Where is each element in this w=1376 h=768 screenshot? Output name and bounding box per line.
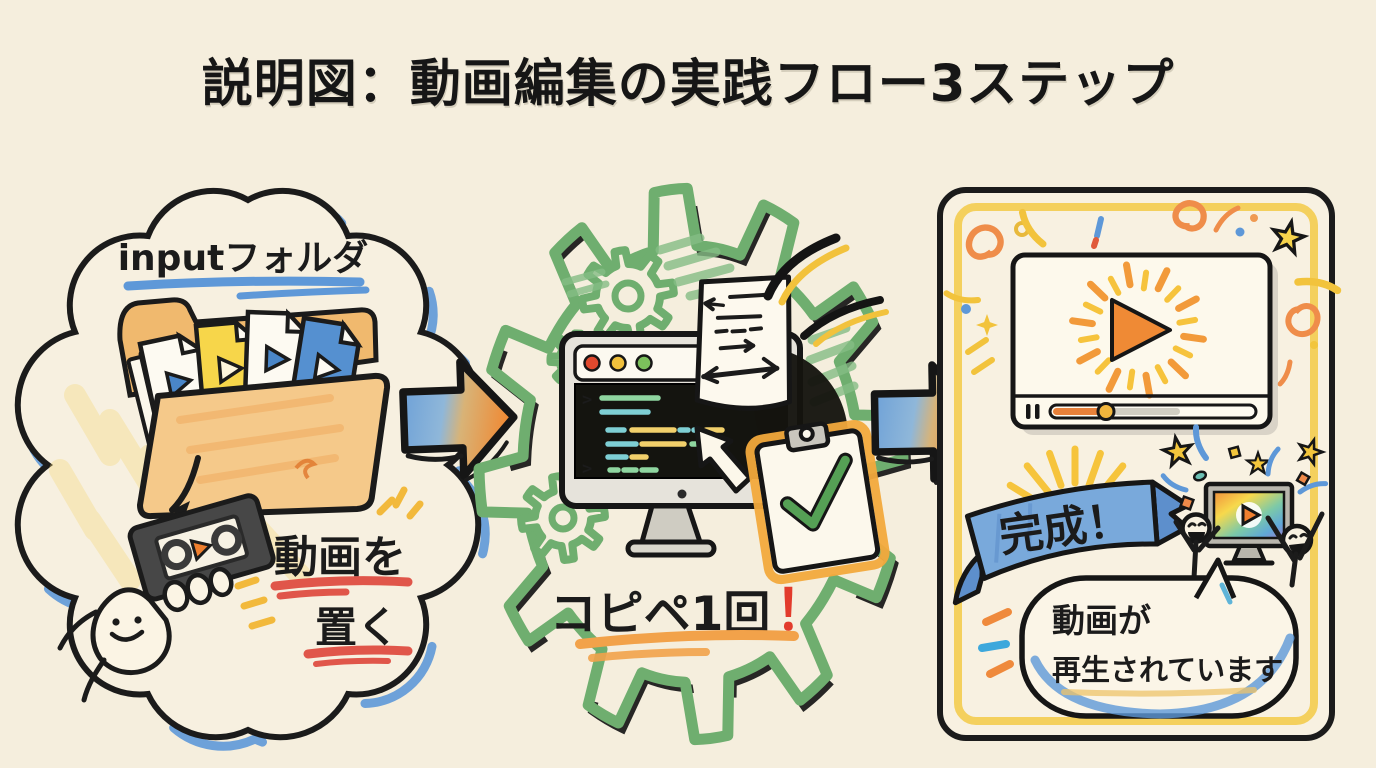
- smiley-eye: [134, 616, 142, 624]
- step1-caption-line2: 置く: [315, 603, 399, 652]
- video-player: [1010, 252, 1278, 435]
- play-icon: [189, 538, 214, 563]
- folder-front: [137, 372, 391, 520]
- person-icon: [1265, 511, 1325, 588]
- step1-caption-line1: 動画を: [274, 532, 406, 583]
- ribbon-band: [964, 479, 1160, 581]
- svg-text:>: >: [582, 390, 592, 410]
- person-icon: [1173, 512, 1221, 581]
- pause-icon: [1026, 404, 1040, 419]
- down-arrow-icon: [169, 455, 201, 521]
- play-icon: [1241, 503, 1263, 527]
- confetti-top: [946, 200, 1337, 387]
- clipboard-icon: [745, 420, 890, 585]
- orange-underline: [575, 630, 799, 662]
- svg-text:>: >: [582, 459, 592, 479]
- smiley-mouth: [109, 629, 145, 642]
- progress-fill: [1053, 408, 1101, 415]
- cassette-icon: [127, 493, 276, 602]
- hand-icon: [57, 566, 234, 703]
- celebrating-people: [1159, 427, 1325, 588]
- paper-note-icon: [694, 274, 792, 411]
- bubble-blue-accent: [1030, 633, 1295, 719]
- bubble-underline: [1061, 687, 1257, 697]
- accent-dashes: [978, 608, 1014, 678]
- tv-icon: [1203, 481, 1295, 566]
- sparkle-marks: [234, 486, 424, 630]
- hand-strokes: [763, 233, 889, 347]
- play-sunburst-orange: [1069, 261, 1207, 399]
- play-button-icon: [1110, 298, 1172, 362]
- camera-dot: [677, 489, 687, 499]
- page-title: 説明図：動画編集の実践フロー3ステップ: [201, 55, 1175, 114]
- monitor-base: [625, 539, 717, 558]
- step3-result-panel: 完成！: [937, 187, 1337, 741]
- monitor-stand: [638, 503, 704, 545]
- ribbon-banner: 完成！: [952, 479, 1191, 606]
- bubble-line2: 再生されています: [1052, 653, 1283, 687]
- folder-squiggle: [294, 458, 318, 480]
- blue-underline: [123, 276, 370, 300]
- smiley-eye: [112, 618, 120, 626]
- traffic-light-yellow-icon: [609, 354, 627, 372]
- step2-gear-panel: > >: [454, 157, 931, 768]
- folder-icon: [117, 297, 391, 520]
- traffic-light-green-icon: [635, 354, 653, 372]
- step1-label: inputフォルダ: [118, 238, 369, 279]
- cursor-arrow-icon: [694, 425, 753, 494]
- progress-knob: [1096, 402, 1116, 421]
- bubble-line1: 動画が: [1052, 601, 1151, 640]
- play-sunburst-yellow: [1077, 269, 1199, 391]
- gear-icon-large: [454, 157, 927, 768]
- step1-cloud-panel: inputフォルダ: [14, 187, 490, 751]
- confetti-burst: [1159, 427, 1325, 512]
- traffic-light-red-icon: [583, 354, 601, 372]
- red-underline: [270, 576, 413, 667]
- speech-bubble: 動画が 再生されています: [1019, 557, 1299, 719]
